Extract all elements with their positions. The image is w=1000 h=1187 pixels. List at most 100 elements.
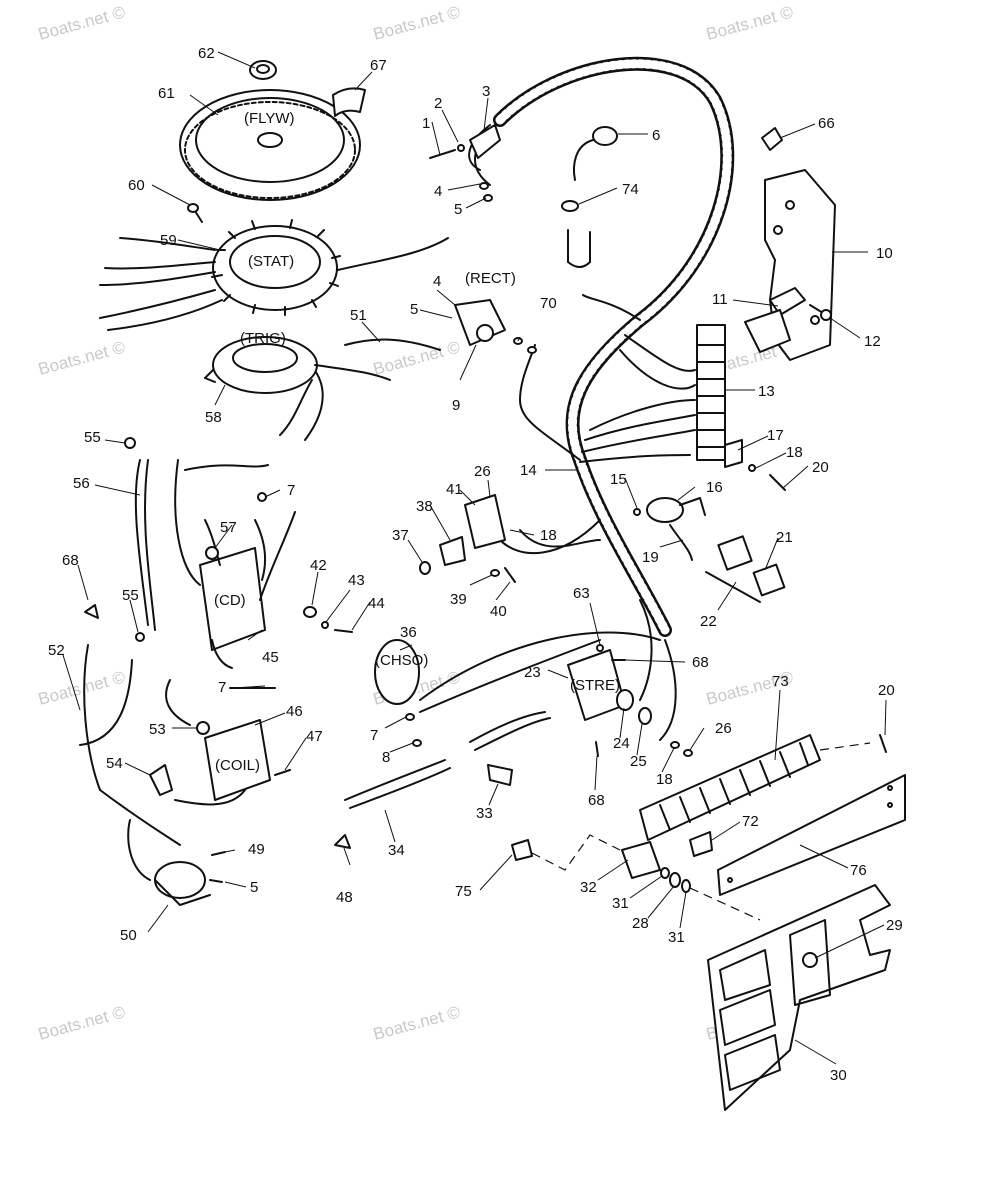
callout-18b: 18 <box>540 527 557 544</box>
solenoid-terminal <box>638 707 652 725</box>
nut <box>135 632 145 642</box>
leader-lines <box>62 51 887 1065</box>
callout-29: 29 <box>886 917 903 934</box>
washer <box>748 464 756 472</box>
high-tension-lead <box>134 459 149 626</box>
terminal <box>334 834 351 849</box>
callout-7b: 7 <box>218 679 226 696</box>
callout-5: 5 <box>454 201 462 218</box>
callout-57: 57 <box>220 519 237 536</box>
callout-3: 3 <box>482 83 490 100</box>
flywheel-tag: (FLYW) <box>244 110 295 127</box>
callout-50: 50 <box>120 927 137 944</box>
callout-18: 18 <box>786 444 803 461</box>
washer <box>257 492 267 502</box>
screw <box>595 741 599 757</box>
spark-plug-lead <box>99 789 181 846</box>
key-switch <box>646 497 706 523</box>
screw <box>879 734 887 753</box>
callout-49: 49 <box>248 841 265 858</box>
flywheel: (FLYW) <box>179 89 361 201</box>
coil-lead <box>165 679 191 726</box>
callout-61: 61 <box>158 85 175 102</box>
stator-lead <box>99 271 216 286</box>
capacitor <box>439 536 466 566</box>
screw <box>274 769 291 776</box>
nut <box>683 749 693 757</box>
bracket-hole <box>810 315 820 325</box>
watermark: Boats.net © <box>371 2 462 44</box>
flywheel-nut <box>249 60 277 80</box>
stator-lead <box>107 299 223 331</box>
callout-40: 40 <box>490 603 507 620</box>
callout-75: 75 <box>455 883 472 900</box>
callout-2: 2 <box>434 95 442 112</box>
callout-31b: 31 <box>668 929 685 946</box>
circuit-breaker <box>621 841 661 879</box>
cable-clip <box>761 127 783 151</box>
terminal-jumper <box>689 831 713 857</box>
callout-25: 25 <box>630 753 647 770</box>
callout-43: 43 <box>348 572 365 589</box>
callout-42: 42 <box>310 557 327 574</box>
callout-5c: 5 <box>250 879 258 896</box>
callout-55: 55 <box>84 429 101 446</box>
callout-17: 17 <box>767 427 784 444</box>
jumper-lead <box>344 759 446 801</box>
gasket <box>717 535 753 571</box>
stator-lead <box>104 261 216 270</box>
mounting-plate <box>717 774 906 896</box>
screw <box>769 474 786 491</box>
trigger-lead <box>279 379 313 436</box>
callout-30: 30 <box>830 1067 847 1084</box>
callout-44: 44 <box>368 595 385 612</box>
callout-67: 67 <box>370 57 387 74</box>
callout-34: 34 <box>388 842 405 859</box>
rectifier-tag: (RECT) <box>465 270 516 287</box>
stator-tag: (STAT) <box>248 253 294 270</box>
nut <box>124 437 136 449</box>
callout-37: 37 <box>392 527 409 544</box>
main-wiring-harness <box>419 56 735 741</box>
callout-63: 63 <box>573 585 590 602</box>
callout-68b: 68 <box>588 792 605 809</box>
watermark: Boats.net © <box>371 1002 462 1044</box>
callout-73: 73 <box>772 673 789 690</box>
nut <box>483 194 493 202</box>
assembly-dashline <box>531 834 621 871</box>
callout-12: 12 <box>864 333 881 350</box>
nut <box>479 182 489 190</box>
callout-74: 74 <box>622 181 639 198</box>
terminal-strip <box>639 734 821 841</box>
callout-41: 41 <box>446 481 463 498</box>
fuse-holder <box>511 839 533 861</box>
callout-1: 1 <box>422 115 430 132</box>
screw <box>504 567 516 583</box>
stator: (STAT) <box>211 219 341 316</box>
callout-28: 28 <box>632 915 649 932</box>
terminal-jumper <box>724 439 743 468</box>
gasket <box>752 563 786 597</box>
callout-62: 62 <box>198 45 215 62</box>
callout-60: 60 <box>128 177 145 194</box>
callout-26: 26 <box>474 463 491 480</box>
assembly-dashline <box>689 887 761 921</box>
callout-36: 36 <box>400 624 417 641</box>
wire-clamp <box>487 764 513 786</box>
cd-harness <box>174 459 201 586</box>
wire-loop <box>567 229 591 268</box>
trigger: (TRIG) <box>204 330 318 394</box>
starter-relay <box>154 861 211 906</box>
callout-56: 56 <box>73 475 90 492</box>
washer <box>681 879 691 893</box>
rectifier: (RECT) <box>454 270 516 346</box>
callout-70: 70 <box>540 295 557 312</box>
washer <box>633 508 641 516</box>
watermark: Boats.net © <box>704 2 795 44</box>
screw <box>209 879 223 883</box>
callout-54: 54 <box>106 755 123 772</box>
switch-lead <box>669 524 693 561</box>
cd-module: (CD) <box>199 547 266 651</box>
jumper-lead <box>474 717 551 751</box>
callout-48: 48 <box>336 889 353 906</box>
